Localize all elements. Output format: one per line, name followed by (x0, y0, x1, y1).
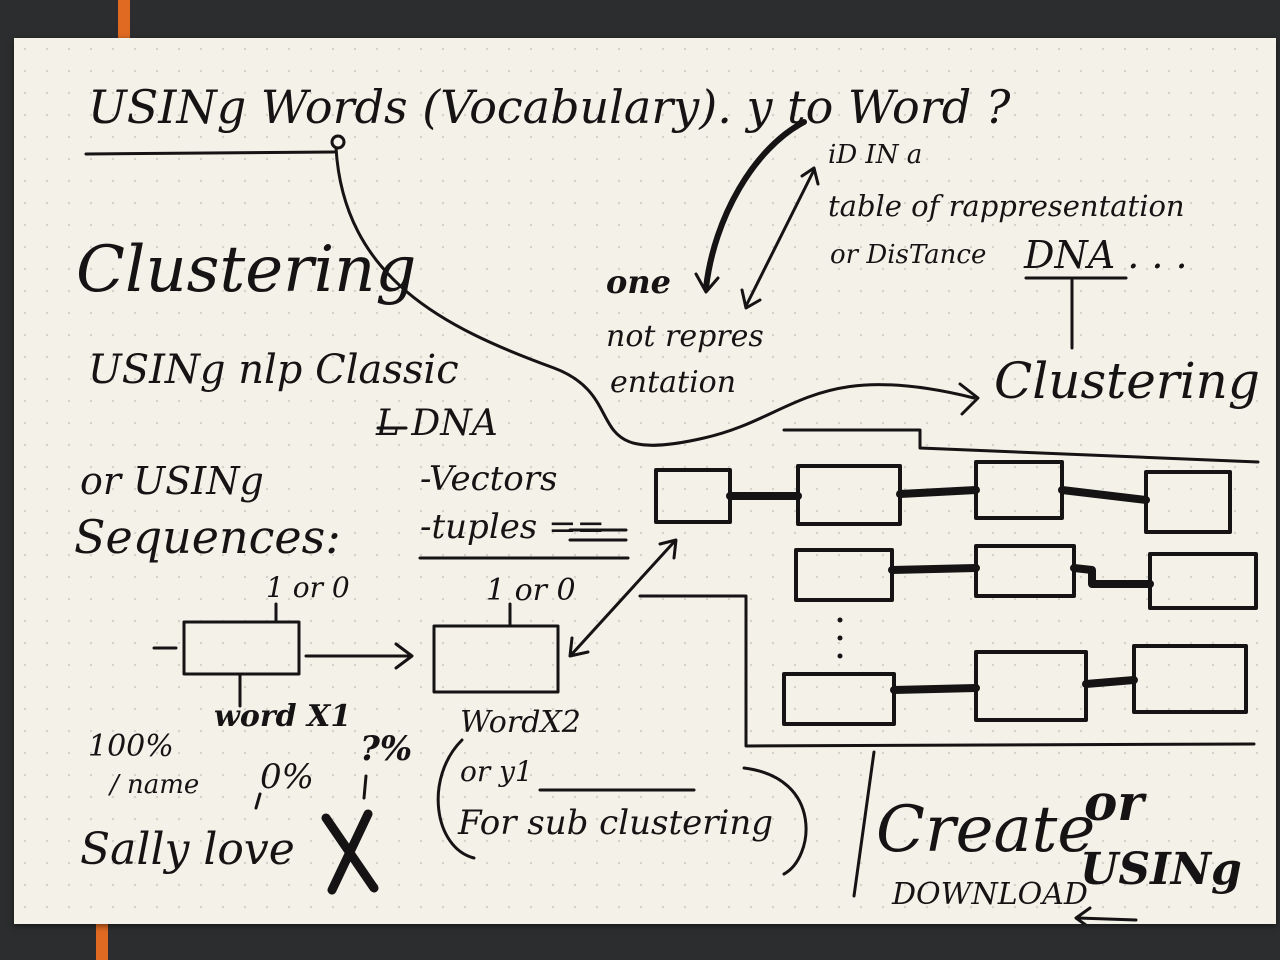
x-mark-stroke-2 (327, 809, 373, 895)
or-using: or USINg (80, 459, 264, 503)
id-line-1: iD IN a (828, 140, 923, 170)
or-label: or (1084, 773, 1144, 832)
dna-top: DNA . . . (1024, 233, 1188, 277)
label-1or0-left: 1 or 0 (266, 571, 350, 604)
sequences-label: Sequences: (74, 510, 341, 564)
sequence-box-1 (182, 620, 301, 676)
bookmark-ribbon-top (118, 0, 130, 40)
word-x1: word X1 (214, 699, 352, 734)
word-x2: WordX2 (460, 705, 581, 740)
not-repres-1: not repres (606, 319, 764, 354)
pct-0: 0% (260, 757, 314, 797)
id-line-3: or DisTance (830, 240, 987, 270)
not-repres-2: entation (610, 365, 737, 400)
long-curve-arrowhead (958, 382, 980, 416)
vertical-separator (852, 750, 876, 898)
label-1or0-mid: 1 or 0 (486, 573, 576, 608)
id-double-arrow (744, 168, 816, 308)
pct-100: 100% (88, 729, 174, 764)
title-line: USINg Words (Vocabulary). y to Word ? (88, 80, 1011, 134)
name-label: / name (110, 770, 200, 800)
clustering-right: Clustering (994, 352, 1260, 410)
sequence-box-2 (432, 624, 560, 694)
id-line-2: table of rappresentation (828, 189, 1185, 223)
word-to-one-arrow (703, 119, 807, 291)
sally-love: Sally love (80, 824, 295, 875)
chains-bracket (638, 594, 1256, 748)
create-label: Create (876, 793, 1096, 867)
dna-branch: L DNA (376, 403, 498, 444)
tuples-label: -tuples == (420, 507, 606, 547)
box-to-chains-arrow (570, 540, 676, 656)
title-underline (84, 150, 336, 156)
long-curve-arrow (334, 146, 976, 447)
sketch-drawings (84, 119, 1260, 924)
vectors-label: -Vectors (420, 459, 558, 499)
origin-dot (330, 134, 346, 150)
download-label: DOWNLOAD (892, 877, 1088, 912)
question-pct: ?% (360, 729, 413, 769)
clustering-left: Clustering (76, 233, 417, 307)
one-label: one (606, 263, 671, 301)
word-to-one-arrowhead (694, 272, 720, 294)
using-label: USINg (1080, 844, 1242, 895)
or-y1: or y1 (460, 755, 533, 788)
notebook-page: USINg Words (Vocabulary). y to Word ? iD… (14, 38, 1276, 924)
download-arrow (1076, 916, 1138, 922)
for-sub-clustering: For sub clustering (458, 803, 774, 843)
cluster-bracket (782, 428, 1260, 464)
using-nlp: USINg nlp Classic (88, 347, 459, 393)
